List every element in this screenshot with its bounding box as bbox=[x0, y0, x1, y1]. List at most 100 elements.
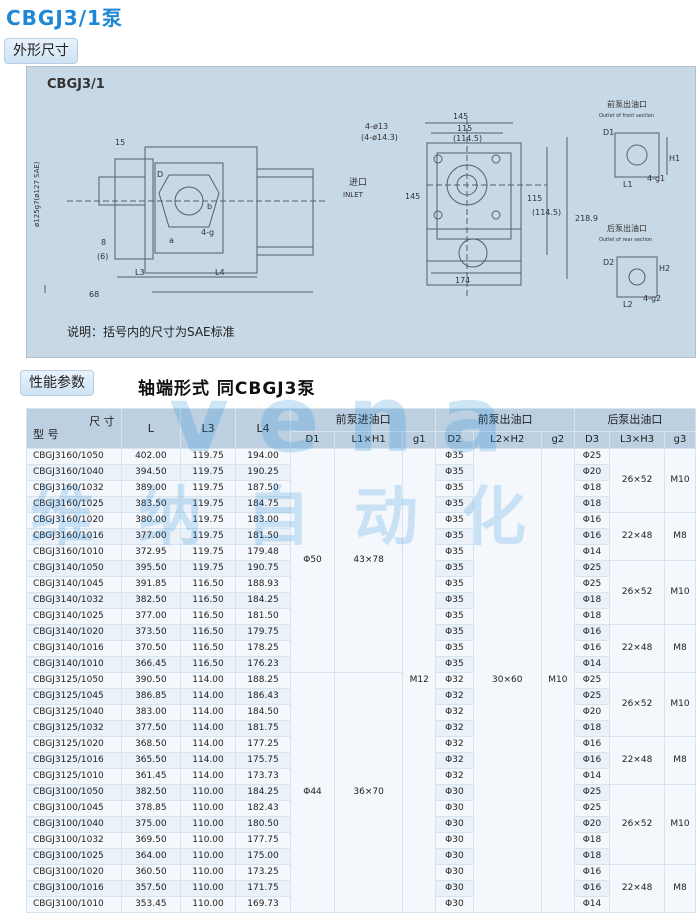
dim-cell: 390.50 bbox=[120, 672, 182, 689]
l1h1-cell: 43×78 bbox=[334, 448, 404, 673]
l3h3-cell: 22×48 bbox=[609, 624, 666, 673]
dim-cell: 110.00 bbox=[180, 880, 237, 897]
dim-cell: 402.00 bbox=[120, 448, 182, 465]
g3-cell: M8 bbox=[664, 624, 696, 673]
dim-h2: H2 bbox=[659, 264, 670, 273]
g2-cell: M10 bbox=[540, 448, 575, 913]
header-front-outlet: 前泵出油口 bbox=[435, 408, 575, 432]
d2-cell: Φ35 bbox=[435, 480, 474, 497]
l3h3-cell: 22×48 bbox=[609, 736, 666, 785]
g3-cell: M8 bbox=[664, 736, 696, 785]
d2-cell: Φ30 bbox=[435, 832, 474, 849]
d2-cell: Φ30 bbox=[435, 816, 474, 833]
dim-cell: 184.25 bbox=[235, 592, 292, 609]
d2-cell: Φ35 bbox=[435, 560, 474, 577]
dim-cell: 116.50 bbox=[180, 592, 237, 609]
subheader-g3: g3 bbox=[664, 431, 696, 449]
dim-cell: 110.00 bbox=[180, 816, 237, 833]
model-cell: CBGJ3100/1010 bbox=[26, 896, 122, 913]
dim-cell: 184.50 bbox=[235, 704, 292, 721]
d2-cell: Φ35 bbox=[435, 656, 474, 673]
d3-cell: Φ18 bbox=[573, 496, 611, 513]
model-cell: CBGJ3125/1045 bbox=[26, 688, 122, 705]
d3-cell: Φ20 bbox=[573, 816, 611, 833]
dim-cell: 116.50 bbox=[180, 656, 237, 673]
dim-4-13: 4-ø13 bbox=[365, 122, 388, 131]
d3-cell: Φ18 bbox=[573, 832, 611, 849]
dim-cell: 383.00 bbox=[120, 704, 182, 721]
model-cell: CBGJ3100/1050 bbox=[26, 784, 122, 801]
dim-cell: 181.75 bbox=[235, 720, 292, 737]
rear-outlet-label: 后泵出油口 bbox=[607, 223, 647, 233]
dim-145-top: 145 bbox=[453, 112, 468, 121]
d3-cell: Φ16 bbox=[573, 880, 611, 897]
d2-cell: Φ35 bbox=[435, 464, 474, 481]
dim-cell: 119.75 bbox=[180, 560, 237, 577]
l1h1-cell: 36×70 bbox=[334, 672, 404, 913]
model-cell: CBGJ3125/1050 bbox=[26, 672, 122, 689]
dim-cell: 380.00 bbox=[120, 512, 182, 529]
dim-cell: 179.75 bbox=[235, 624, 292, 641]
d3-cell: Φ16 bbox=[573, 736, 611, 753]
d3-cell: Φ25 bbox=[573, 784, 611, 801]
dim-cell: 173.73 bbox=[235, 768, 292, 785]
dim-cell: 187.50 bbox=[235, 480, 292, 497]
technical-drawing-svg: 145 115 (114.5) 4-ø13 (4-ø14.3) 进口 INLET… bbox=[33, 99, 680, 309]
dim-cell: 177.75 bbox=[235, 832, 292, 849]
d3-cell: Φ14 bbox=[573, 768, 611, 785]
model-cell: CBGJ3160/1025 bbox=[26, 496, 122, 513]
model-cell: CBGJ3100/1016 bbox=[26, 880, 122, 897]
dim-cell: 383.50 bbox=[120, 496, 182, 513]
dim-cell: 365.50 bbox=[120, 752, 182, 769]
l2h2-cell: 30×60 bbox=[472, 448, 542, 913]
dim-4-g1: 4-g1 bbox=[647, 174, 665, 183]
model-cell: CBGJ3160/1020 bbox=[26, 512, 122, 529]
d3-cell: Φ18 bbox=[573, 608, 611, 625]
d2-cell: Φ35 bbox=[435, 640, 474, 657]
model-cell: CBGJ3140/1025 bbox=[26, 608, 122, 625]
dim-cell: 391.85 bbox=[120, 576, 182, 593]
d2-cell: Φ35 bbox=[435, 496, 474, 513]
model-cell: CBGJ3100/1045 bbox=[26, 800, 122, 817]
model-cell: CBGJ3125/1032 bbox=[26, 720, 122, 737]
dim-cell: 188.93 bbox=[235, 576, 292, 593]
inlet-en-label: INLET bbox=[343, 191, 364, 199]
header-l4: L4 bbox=[235, 408, 292, 449]
l3h3-cell: 26×52 bbox=[609, 560, 666, 625]
dimension-drawing: CBGJ3/1 bbox=[26, 66, 696, 358]
d3-cell: Φ18 bbox=[573, 720, 611, 737]
dim-cell: 375.00 bbox=[120, 816, 182, 833]
section-tag-dimensions: 外形尺寸 bbox=[4, 38, 78, 64]
dim-218-9: 218.9 bbox=[575, 214, 598, 223]
dim-cell: 114.00 bbox=[180, 720, 237, 737]
drawing-model-label: CBGJ3/1 bbox=[47, 77, 105, 92]
d3-cell: Φ14 bbox=[573, 656, 611, 673]
dim-cell: 116.50 bbox=[180, 624, 237, 641]
dim-cell: 114.00 bbox=[180, 752, 237, 769]
g3-cell: M10 bbox=[664, 672, 696, 737]
dim-cell: 176.23 bbox=[235, 656, 292, 673]
dim-4-g: 4-g bbox=[201, 228, 214, 237]
d3-cell: Φ20 bbox=[573, 704, 611, 721]
l3h3-cell: 26×52 bbox=[609, 672, 666, 737]
front-outlet-label: 前泵出油口 bbox=[607, 99, 647, 109]
d3-cell: Φ18 bbox=[573, 848, 611, 865]
dim-cell: 186.43 bbox=[235, 688, 292, 705]
dim-b: b bbox=[207, 202, 212, 211]
dim-cell: 353.45 bbox=[120, 896, 182, 913]
dim-cell: 360.50 bbox=[120, 864, 182, 881]
d3-cell: Φ25 bbox=[573, 672, 611, 689]
dim-cell: 171.75 bbox=[235, 880, 292, 897]
dim-cell: 119.75 bbox=[180, 448, 237, 465]
subheader-l3h3: L3×H3 bbox=[609, 431, 666, 449]
